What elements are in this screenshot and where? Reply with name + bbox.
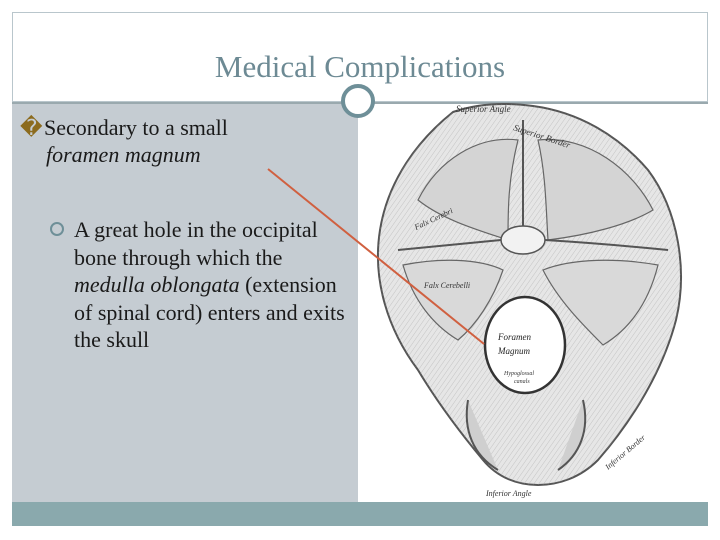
label-canals: canals [514,379,530,385]
upper-fossa-right [537,138,654,241]
bullet-level1: �Secondary to a small foramen magnum [20,114,350,168]
label-falx-cerebelli: Falx Cerebelli [423,281,470,290]
label-magnum: Magnum [497,346,530,356]
lower-fossa-right [542,259,659,346]
occipital-bone-illustration: Superior Angle Superior Border Falx Cere… [376,103,682,498]
bullet1-text: Secondary to a small [44,115,228,140]
bullet2-emphasis: medulla oblongata [74,272,240,297]
label-superior-angle: Superior Angle [456,104,511,114]
slide-title: Medical Complications [214,49,506,84]
foramen-magnum-shape [483,295,567,395]
bullet2-text: A great hole in the occipital bone throu… [56,216,346,354]
circle-bullet-icon [50,222,64,236]
bullet-level2: A great hole in the occipital bone throu… [50,216,346,354]
bullet1-emphasis: foramen magnum [46,142,201,167]
label-foramen: Foramen [497,332,531,342]
condyle-left [465,399,499,471]
internal-protuberance [500,225,546,255]
label-inferior-angle: Inferior Angle [485,489,532,498]
bullet2-text-before: A great hole in the occipital bone throu… [74,217,318,270]
bullet-glyph-icon: � [20,115,43,140]
condyle-right [557,399,587,471]
label-hypoglossal: Hypoglossal [503,371,534,377]
footer-bar [12,502,708,526]
ring-ornament-icon [341,84,375,118]
